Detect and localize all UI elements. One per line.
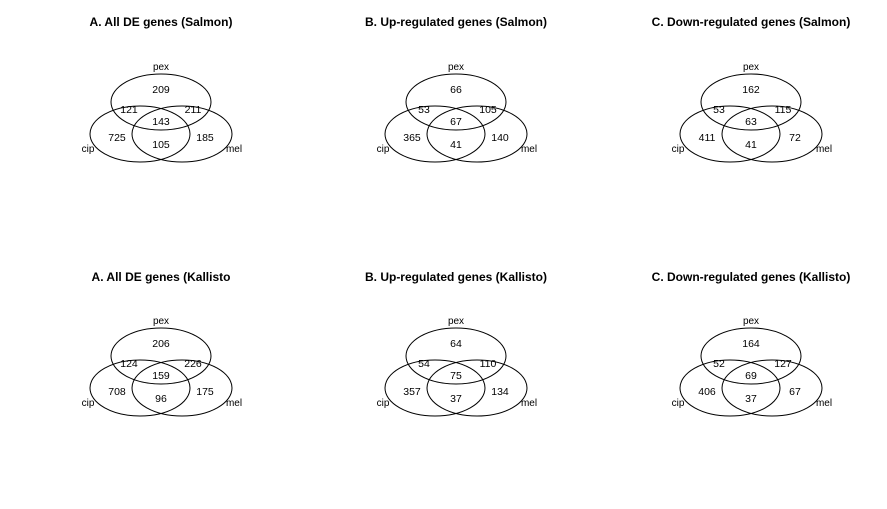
set-label-right: mel — [521, 398, 537, 409]
region-count-top-only: 64 — [450, 338, 462, 350]
region-count-all: 67 — [450, 116, 462, 128]
circle-top — [110, 327, 212, 385]
region-count-right-only: 185 — [196, 132, 214, 144]
circle-left — [89, 359, 191, 417]
set-label-left: cip — [377, 144, 390, 155]
region-count-left-right: 41 — [450, 139, 462, 151]
set-label-top: pex — [448, 62, 464, 73]
circle-right — [131, 105, 233, 163]
region-count-left-right: 96 — [155, 393, 167, 405]
region-count-right-only: 72 — [789, 132, 801, 144]
circle-left — [89, 105, 191, 163]
set-label-top: pex — [743, 316, 759, 327]
venn-panel-2: B. Up-regulated genes (Salmon) pex cip mel 6… — [365, 15, 547, 163]
region-count-right-only: 67 — [789, 386, 801, 398]
region-count-all: 159 — [152, 370, 170, 382]
region-count-top-right: 105 — [479, 104, 497, 116]
circle-right — [426, 359, 528, 417]
set-label-left: cip — [82, 398, 95, 409]
region-count-all: 63 — [745, 116, 757, 128]
region-count-top-only: 209 — [152, 84, 170, 96]
region-count-top-left: 124 — [120, 358, 138, 370]
set-label-left: cip — [377, 398, 390, 409]
region-count-right-only: 134 — [491, 386, 509, 398]
region-count-top-right: 127 — [774, 358, 792, 370]
region-count-top-right: 226 — [184, 358, 202, 370]
set-label-right: mel — [226, 398, 242, 409]
circle-left — [679, 105, 781, 163]
set-label-right: mel — [521, 144, 537, 155]
region-count-left-only: 357 — [403, 386, 421, 398]
region-count-top-only: 164 — [742, 338, 760, 350]
region-count-top-only: 162 — [742, 84, 760, 96]
region-count-all: 143 — [152, 116, 170, 128]
region-count-top-left: 52 — [713, 358, 725, 370]
region-count-right-only: 175 — [196, 386, 214, 398]
set-label-right: mel — [226, 144, 242, 155]
panel-title: A. All DE genes (Kallisto — [92, 270, 231, 284]
set-label-left: cip — [82, 144, 95, 155]
region-count-top-right: 211 — [185, 104, 202, 116]
region-count-top-only: 66 — [450, 84, 462, 96]
circle-top — [700, 73, 802, 131]
region-count-left-only: 411 — [699, 132, 716, 144]
panel-title: B. Up-regulated genes (Salmon) — [365, 15, 547, 29]
circle-right — [131, 359, 233, 417]
circle-top — [405, 327, 507, 385]
region-count-top-left: 54 — [418, 358, 430, 370]
region-count-left-right: 105 — [152, 139, 170, 151]
region-count-top-right: 110 — [480, 358, 497, 370]
set-label-left: cip — [672, 398, 685, 409]
set-label-left: cip — [672, 144, 685, 155]
panel-title: C. Down-regulated genes (Kallisto) — [652, 270, 851, 284]
venn-panel-3: C. Down-regulated genes (Salmon) pex cip me… — [652, 15, 851, 163]
region-count-left-only: 725 — [108, 132, 126, 144]
panel-title: A. All DE genes (Salmon) — [90, 15, 233, 29]
circle-top — [110, 73, 212, 131]
region-count-left-only: 406 — [698, 386, 716, 398]
region-count-top-left: 121 — [120, 104, 138, 116]
region-count-all: 69 — [745, 370, 757, 382]
region-count-top-left: 53 — [418, 104, 430, 116]
panel-title: B. Up-regulated genes (Kallisto) — [365, 270, 547, 284]
region-count-all: 75 — [450, 370, 462, 382]
region-count-left-right: 37 — [450, 393, 462, 405]
circle-left — [384, 359, 486, 417]
region-count-left-only: 365 — [403, 132, 421, 144]
set-label-top: pex — [743, 62, 759, 73]
circle-left — [384, 105, 486, 163]
circle-top — [405, 73, 507, 131]
circle-top — [700, 327, 802, 385]
region-count-left-right: 41 — [745, 139, 757, 151]
region-count-right-only: 140 — [491, 132, 509, 144]
set-label-top: pex — [153, 62, 169, 73]
circle-left — [679, 359, 781, 417]
venn-panel-4: A. All DE genes (Kallisto pex cip mel 206 124… — [82, 270, 242, 417]
circle-right — [721, 359, 823, 417]
set-label-top: pex — [153, 316, 169, 327]
circle-right — [721, 105, 823, 163]
region-count-top-right: 115 — [775, 104, 792, 116]
venn-panel-5: B. Up-regulated genes (Kallisto) pex cip me… — [365, 270, 547, 417]
region-count-left-right: 37 — [745, 393, 757, 405]
region-count-left-only: 708 — [108, 386, 126, 398]
venn-panel-6: C. Down-regulated genes (Kallisto) pex cip… — [652, 270, 851, 417]
region-count-top-left: 53 — [713, 104, 725, 116]
set-label-right: mel — [816, 144, 832, 155]
venn-panel-1: A. All DE genes (Salmon) pex cip mel 209 121 2… — [82, 15, 242, 163]
set-label-top: pex — [448, 316, 464, 327]
panel-title: C. Down-regulated genes (Salmon) — [652, 15, 851, 29]
region-count-top-only: 206 — [152, 338, 170, 350]
set-label-right: mel — [816, 398, 832, 409]
circle-right — [426, 105, 528, 163]
